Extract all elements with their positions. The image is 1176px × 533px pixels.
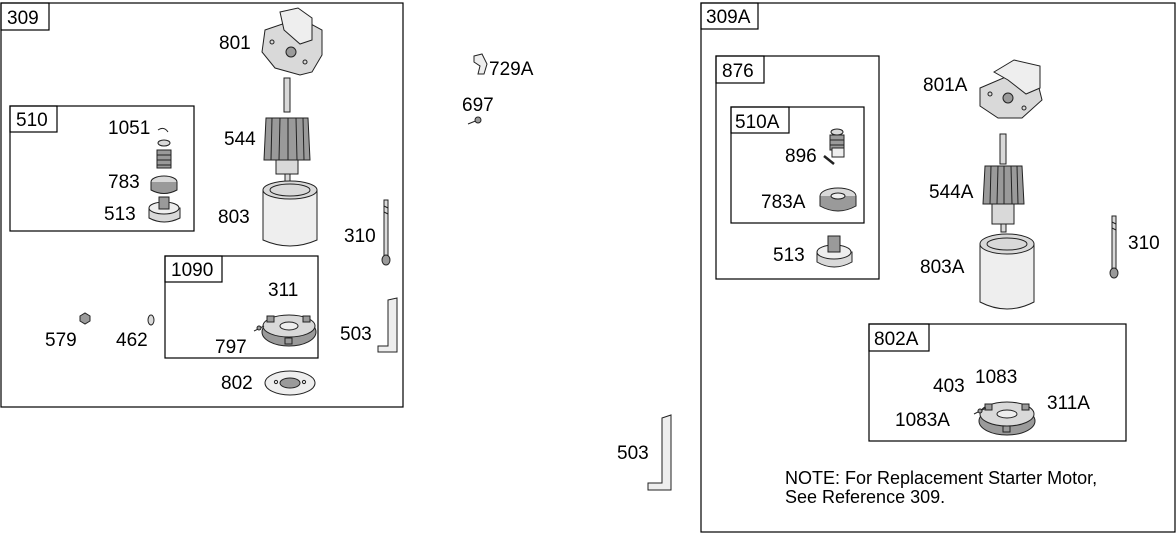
label-801A: 801A (923, 75, 968, 96)
part-544-armature[interactable] (263, 77, 311, 185)
part-803A-housing[interactable] (979, 233, 1035, 310)
part-503-plate-loose[interactable] (647, 414, 672, 491)
label-896: 896 (785, 146, 817, 167)
label-311: 311 (268, 280, 298, 301)
group-876-frame (715, 55, 880, 280)
label-1083A: 1083A (895, 410, 950, 431)
part-544A-armature[interactable] (982, 133, 1025, 233)
part-311A-brush-plate[interactable] (978, 401, 1036, 436)
group-802A-tag-box (868, 323, 930, 352)
part-503-plate[interactable] (377, 297, 398, 353)
group-510: 510 1051 783 513 (9, 105, 195, 232)
part-783A-gear[interactable] (819, 187, 857, 212)
group-510A-tag-box (730, 106, 790, 134)
part-311-brush-plate[interactable] (261, 314, 317, 347)
label-797: 797 (215, 337, 247, 358)
part-697-screw[interactable] (467, 116, 482, 125)
label-503-loose: 503 (617, 443, 649, 464)
label-803A: 803A (920, 257, 965, 278)
note-line-2: See Reference 309. (785, 487, 945, 507)
part-783-gear[interactable] (150, 175, 178, 194)
label-729A: 729A (489, 59, 534, 80)
label-462: 462 (116, 330, 148, 351)
group-510A-tag: 510A (735, 112, 780, 133)
group-309A: 309A 876 510A 896 (700, 2, 1176, 533)
part-513-clutch[interactable] (148, 196, 181, 223)
part-310-bolt-right[interactable] (1109, 215, 1119, 279)
group-1090: 1090 311 797 (164, 255, 319, 359)
part-1051-ring[interactable] (157, 127, 169, 133)
group-309A-tag-box (700, 2, 759, 30)
group-309A-tag: 309A (706, 7, 751, 28)
group-309: 309 801 544 803 (0, 2, 404, 408)
group-510-tag-box (9, 105, 58, 133)
group-802A-frame (868, 323, 1127, 442)
label-403: 403 (933, 376, 965, 397)
group-1090-tag: 1090 (171, 260, 213, 281)
label-1083: 1083 (975, 367, 1017, 388)
part-802-end-plate[interactable] (264, 370, 316, 396)
group-802A-tag: 802A (874, 329, 919, 350)
label-311A: 311A (1047, 393, 1090, 414)
group-876-tag: 876 (722, 61, 754, 82)
group-309A-frame (700, 2, 1176, 533)
group-309-tag-box (0, 2, 50, 31)
part-310-bolt[interactable] (381, 199, 391, 266)
label-310: 310 (344, 226, 376, 247)
label-697: 697 (462, 95, 494, 116)
label-803: 803 (218, 207, 250, 228)
part-579-nut[interactable] (79, 312, 91, 325)
label-544A: 544A (929, 182, 974, 203)
group-876: 876 510A 896 (715, 55, 880, 280)
label-802: 802 (221, 373, 253, 394)
label-503: 503 (340, 324, 372, 345)
part-spring[interactable] (156, 139, 172, 169)
part-797-terminal[interactable] (253, 325, 265, 332)
note-line-1: NOTE: For Replacement Starter Motor, (785, 468, 1097, 488)
part-896-pin[interactable] (823, 155, 835, 165)
group-802A: 802A 311A 403 1083 1083A (868, 323, 1127, 442)
part-462-washer[interactable] (147, 314, 155, 326)
group-309-frame (0, 2, 404, 408)
label-783: 783 (108, 172, 140, 193)
label-513: 513 (104, 204, 136, 225)
part-403-terminal[interactable] (973, 407, 987, 415)
group-510-tag: 510 (16, 110, 48, 131)
part-801A-bracket[interactable] (979, 59, 1043, 119)
group-1090-frame (164, 255, 319, 359)
label-544: 544 (224, 129, 256, 150)
label-310-right: 310 (1128, 233, 1160, 254)
label-801: 801 (219, 33, 251, 54)
part-spring-510A[interactable] (829, 128, 845, 158)
label-1051: 1051 (108, 118, 150, 139)
group-309-tag: 309 (7, 8, 39, 29)
group-510A-frame (730, 106, 865, 224)
part-729A-clip[interactable] (473, 53, 488, 75)
part-513-clutch-876[interactable] (816, 235, 853, 268)
group-876-tag-box (715, 55, 765, 84)
group-510A: 510A 896 783A (730, 106, 865, 224)
label-579: 579 (45, 330, 77, 351)
label-513-876: 513 (773, 245, 805, 266)
group-510-frame (9, 105, 195, 232)
group-1090-tag-box (164, 255, 223, 283)
part-803-housing[interactable] (262, 180, 318, 247)
part-801-bracket[interactable] (261, 7, 323, 76)
label-783A: 783A (761, 192, 806, 213)
